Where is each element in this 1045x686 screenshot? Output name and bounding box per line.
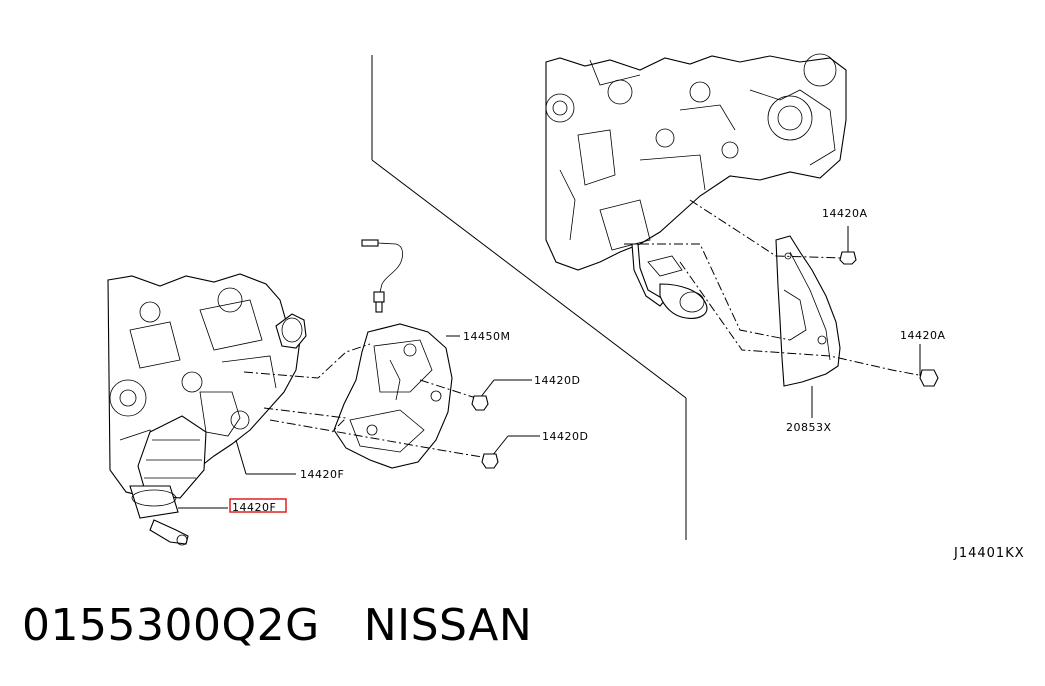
callout-14420a-right: 14420A	[900, 329, 946, 342]
bolt-14420d-top-icon	[471, 395, 489, 411]
diagram-dividers	[371, 55, 687, 540]
brand-name: NISSAN	[363, 600, 533, 651]
heat-shield-20853x	[775, 235, 841, 387]
highlighted-callout[interactable]: 14420F	[229, 498, 287, 514]
callout-14450m: 14450M	[463, 330, 510, 343]
callout-20853x: 20853X	[786, 421, 832, 434]
part-number: 0155300Q2G	[22, 600, 320, 651]
highlight-box	[229, 498, 287, 513]
oxygen-sensor-upper-icon	[361, 239, 404, 313]
engine-block-left	[107, 273, 307, 546]
callout-14420f-mid: 14420F	[300, 468, 344, 481]
bolt-14420d-bottom-icon	[481, 453, 499, 469]
callout-14420a-top: 14420A	[822, 207, 868, 220]
bolt-14420a-right-icon	[919, 369, 939, 387]
left-leaders	[178, 335, 540, 509]
bolt-14420a-top-icon	[839, 251, 857, 265]
engine-block-right	[545, 53, 847, 319]
heat-insulator-14450m	[333, 323, 453, 469]
callout-14420f-highlighted[interactable]: 14420F	[232, 501, 276, 514]
callout-14420d-top: 14420D	[534, 374, 580, 387]
part-caption: 0155300Q2G NISSAN	[22, 600, 532, 651]
right-leaders	[640, 199, 925, 418]
diagram-reference-code: J14401KX	[953, 546, 1025, 561]
callout-14420d-bottom: 14420D	[542, 430, 588, 443]
